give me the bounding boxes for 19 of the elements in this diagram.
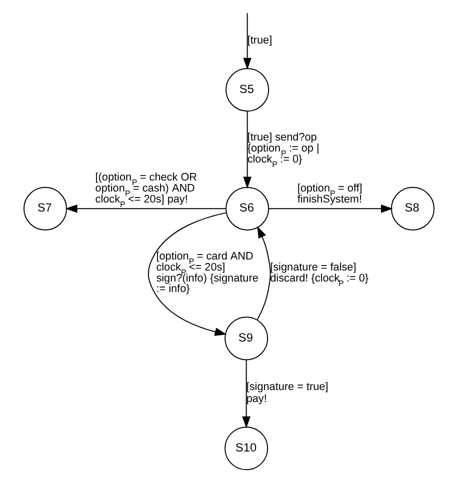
edge-label: [(option$_{P}$ = check OR option$_{P}$ = cash) AND clock$_{P}$ <= 20s] pay! bbox=[95, 172, 198, 210]
node-circle: S8 bbox=[390, 186, 435, 230]
edge-label: [signature = true] pay! bbox=[246, 381, 328, 406]
edge-label: [true] bbox=[247, 34, 272, 47]
arrow bbox=[148, 212, 227, 336]
arrow bbox=[243, 12, 252, 70]
edge-label: [signature = false] discard! {clock$_{P}$ := 0} bbox=[270, 261, 369, 288]
arrow bbox=[65, 204, 226, 213]
edge-label: [option$_{P}$ = card AND clock$_{P}$ <= 20s] sign?(info) {signature := info} bbox=[156, 250, 258, 296]
arrow bbox=[242, 359, 250, 428]
node-circle: S5 bbox=[226, 68, 270, 112]
arrow bbox=[256, 226, 271, 320]
node-circle: S9 bbox=[224, 316, 268, 360]
edge-label: [option$_{P}$ = off] finishSystem! bbox=[297, 182, 362, 206]
node-circle: S10 bbox=[224, 426, 268, 470]
node-circle: S7 bbox=[23, 186, 68, 230]
arrow bbox=[268, 204, 393, 213]
node-circle: S6 bbox=[226, 186, 270, 230]
arrow bbox=[243, 110, 252, 189]
